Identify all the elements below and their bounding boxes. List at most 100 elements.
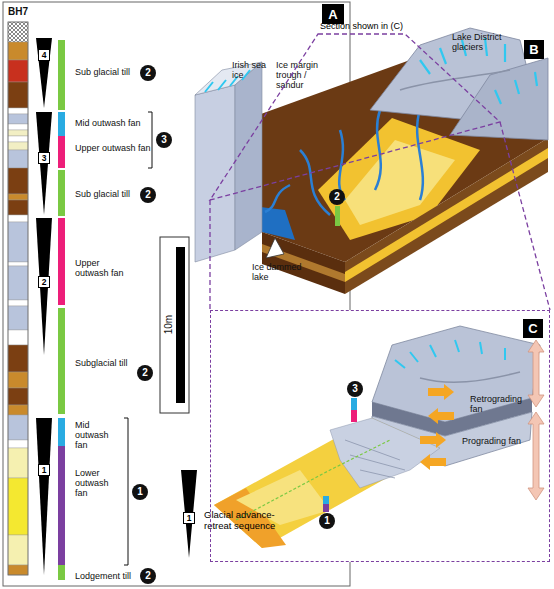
borehole-log <box>8 130 28 136</box>
feature-label: Ice dammed lake <box>252 262 302 282</box>
borehole-log <box>8 306 28 330</box>
borehole-log <box>8 565 28 575</box>
borehole-log <box>8 478 28 535</box>
number-text: 1 <box>137 487 143 497</box>
borehole-log <box>8 22 28 575</box>
block-diagram <box>265 110 423 215</box>
direction-arrow <box>428 408 454 424</box>
bracket <box>124 112 152 565</box>
direction-arrow <box>420 454 446 470</box>
callout-number: 2 <box>329 189 345 205</box>
number-text: 2 <box>42 278 47 287</box>
sequence-number: 1 <box>183 512 195 524</box>
direction-arrow <box>428 384 454 400</box>
panel-tag: B <box>524 40 544 59</box>
unit-label: Lower outwash fan <box>75 468 121 498</box>
scale-label: 10m <box>163 310 174 340</box>
borehole-log <box>8 388 28 405</box>
callout-number: 2 <box>140 65 156 81</box>
callout-number: 2 <box>137 365 153 381</box>
legend-text: Glacial advance-retreat sequence <box>204 510 296 532</box>
callout-number: 1 <box>132 484 148 500</box>
borehole-log <box>8 535 28 565</box>
sequence-number: 3 <box>38 152 50 164</box>
scale-bar <box>176 247 185 403</box>
facies-bar <box>58 170 65 216</box>
facies-bar <box>58 40 65 580</box>
number-text: 2 <box>145 571 151 581</box>
feature-label: Ice margin trough / sandur <box>276 60 332 90</box>
bracket <box>148 112 152 168</box>
borehole-log <box>8 22 28 42</box>
number-text: 3 <box>42 154 47 163</box>
facies-bar <box>58 446 65 565</box>
borehole-log <box>8 168 28 194</box>
number-text: 2 <box>334 192 340 202</box>
sequence-triangle <box>36 218 52 355</box>
outwash-fan <box>323 504 329 512</box>
facies-bar <box>58 418 65 446</box>
number-text: 3 <box>161 135 167 145</box>
bracket <box>124 418 128 565</box>
borehole-log <box>8 448 28 478</box>
number-text: 2 <box>145 68 151 78</box>
unit-label: Upper outwash fan <box>75 143 155 153</box>
borehole-log <box>8 415 28 440</box>
facies-bar <box>58 136 65 168</box>
block-diagram <box>335 206 340 226</box>
sequence-number: 4 <box>38 49 50 61</box>
direction-arrow <box>528 340 544 407</box>
panel-letter: A <box>328 8 337 21</box>
callout-number: 2 <box>140 568 156 584</box>
block-diagram <box>195 85 235 262</box>
number-text: 1 <box>187 514 192 523</box>
direction-arrow <box>420 340 544 500</box>
sequence-triangle <box>36 38 52 575</box>
panel-a-frame <box>3 2 350 586</box>
section-outline: Section shown in (C) <box>208 22 503 208</box>
callout-number: 2 <box>140 187 156 203</box>
facies-bar <box>58 218 65 305</box>
borehole-log <box>8 222 28 262</box>
outwash-fan <box>330 418 440 488</box>
block-diagram <box>195 28 548 294</box>
borehole-log <box>8 136 28 142</box>
number-text: 2 <box>142 368 148 378</box>
borehole-log <box>8 200 28 215</box>
callout-number: 3 <box>347 381 363 397</box>
panel-letter: C <box>523 319 543 338</box>
outwash-fan <box>236 440 390 520</box>
borehole-log <box>8 124 28 130</box>
block-diagram <box>345 148 548 282</box>
feature-label: Lake District glaciers <box>452 32 518 52</box>
section-connector <box>209 200 210 310</box>
callout-number: 1 <box>319 513 335 529</box>
unit-label: Subglacial till <box>75 358 133 368</box>
callout-number: 3 <box>156 132 172 148</box>
feature-label: Irish sea ice <box>232 60 274 80</box>
borehole-log <box>8 262 28 266</box>
borehole-log <box>8 60 28 82</box>
number-text: 4 <box>42 51 47 60</box>
borehole-log <box>8 440 28 448</box>
legend-entry: Glacial advance-retreat sequence <box>180 468 310 560</box>
borehole-log <box>8 114 28 124</box>
number-text: 2 <box>145 190 151 200</box>
outwash-fan <box>351 398 357 410</box>
panel-frame: C 3 1 <box>210 310 550 562</box>
scale-bar <box>160 237 189 413</box>
outwash-fan <box>323 496 329 504</box>
borehole-log <box>8 266 28 300</box>
facies-bar <box>58 112 65 136</box>
sequence-triangle <box>36 112 52 215</box>
glacier-block <box>420 372 520 382</box>
number-text: 1 <box>42 466 47 475</box>
sequence-number: 1 <box>38 464 50 476</box>
unit-label: Upper outwash fan <box>75 258 135 278</box>
borehole-log <box>8 215 28 222</box>
panel-letter: B <box>529 43 538 56</box>
borehole-log <box>8 142 28 150</box>
borehole-log <box>8 108 28 114</box>
